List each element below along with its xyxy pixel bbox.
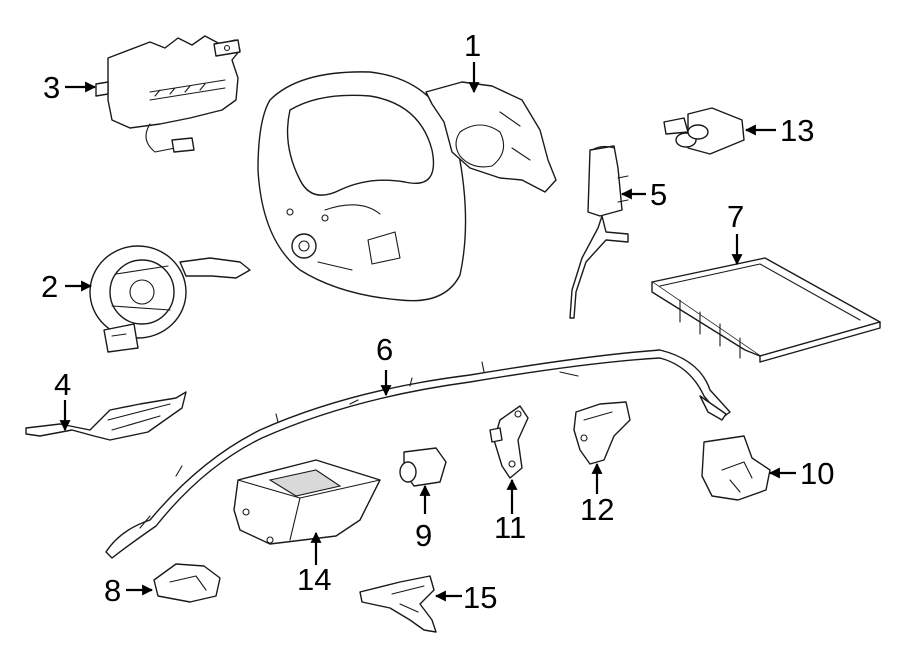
callout-5: 5 bbox=[650, 177, 667, 212]
callout-7: 7 bbox=[727, 199, 744, 234]
pretensioner-10[interactable] bbox=[701, 435, 771, 501]
impact-sensor-9[interactable] bbox=[399, 447, 447, 487]
callout-labels: 1 2 3 4 5 6 7 8 9 10 11 12 13 14 15 bbox=[41, 28, 834, 615]
callout-3: 3 bbox=[43, 70, 60, 105]
bracket-4[interactable] bbox=[25, 391, 187, 441]
mounting-bracket-15[interactable] bbox=[359, 575, 437, 633]
airbag-control-module[interactable] bbox=[233, 459, 381, 545]
leader-lines bbox=[59, 62, 796, 602]
side-sensor-13[interactable] bbox=[663, 107, 745, 155]
driver-airbag-module[interactable] bbox=[425, 81, 557, 193]
callout-15: 15 bbox=[463, 580, 497, 615]
sensor-bracket-12[interactable] bbox=[573, 401, 631, 465]
callout-2: 2 bbox=[41, 269, 58, 304]
callout-11: 11 bbox=[494, 510, 526, 545]
callout-4: 4 bbox=[54, 367, 71, 402]
callout-6: 6 bbox=[376, 332, 393, 367]
callout-14: 14 bbox=[297, 562, 331, 597]
steering-wheel[interactable] bbox=[257, 71, 467, 302]
sensor-bracket-11[interactable] bbox=[489, 405, 529, 479]
sensor-8[interactable] bbox=[153, 563, 221, 603]
callout-1: 1 bbox=[464, 28, 481, 63]
callout-8: 8 bbox=[104, 573, 121, 608]
passenger-airbag-module[interactable] bbox=[95, 35, 241, 153]
callout-13: 13 bbox=[780, 113, 814, 148]
callout-10: 10 bbox=[800, 456, 834, 491]
side-airbag-module[interactable] bbox=[569, 145, 629, 319]
curtain-airbag[interactable] bbox=[105, 349, 731, 559]
knee-airbag-panel[interactable] bbox=[651, 257, 881, 363]
callout-12: 12 bbox=[580, 492, 614, 527]
clock-spring[interactable] bbox=[89, 245, 251, 353]
callout-9: 9 bbox=[415, 518, 432, 553]
